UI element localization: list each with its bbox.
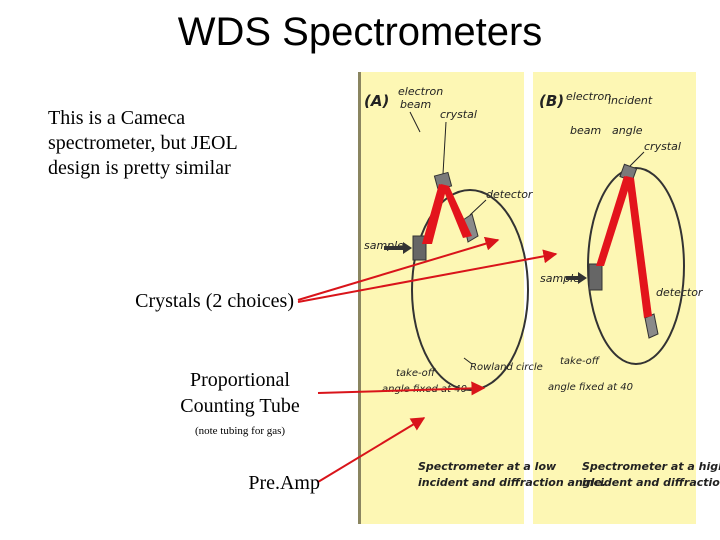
panel-a-sample-arrow: [384, 242, 412, 254]
panel-b-incident-label: angle: [612, 124, 643, 137]
panel-a-rowland-label: Rowland circle: [470, 362, 543, 373]
preamp-arrow: [317, 417, 426, 483]
panel-a-crystal-label: crystal: [440, 108, 477, 121]
crystals-label: Crystals (2 choices): [135, 290, 294, 312]
crystals-arrow-b: [297, 249, 558, 303]
panel-b-incident-label: incident: [608, 94, 653, 107]
panel-a-detector-pointer: [469, 199, 487, 216]
panel-b-caption: incident and diffraction angle.: [582, 476, 720, 489]
description-line: design is pretty similar: [48, 157, 231, 179]
panel-a-detector-label: detector: [486, 188, 534, 201]
panel-b-sample: [588, 263, 603, 291]
description-line: spectrometer, but JEOL: [48, 132, 238, 154]
panel-b-takeoff-label: angle fixed at 40: [548, 382, 633, 393]
panel-b-beam-label: electron: [566, 90, 611, 103]
panel-a-beam-label: electron: [398, 85, 443, 98]
panel-a-rowland-circle: [411, 189, 529, 391]
panel-a-letter: (A): [364, 92, 389, 110]
counting-tube-line: Proportional: [190, 369, 290, 391]
panel-b-ray-outgoing: [626, 176, 652, 318]
counting-tube-line: Counting Tube: [180, 395, 300, 417]
figure-left-border: [358, 72, 361, 524]
description-text: This is a Cameca spectrometer, but JEOL …: [48, 106, 308, 181]
panel-b-ray-incoming: [596, 176, 632, 266]
panel-b-letter: (B): [539, 92, 564, 110]
counting-tube-label: Proportional Counting Tube: [150, 367, 330, 419]
crystals-arrow-a: [297, 236, 500, 301]
page-title: WDS Spectrometers: [177, 10, 543, 54]
panel-a-ray-incoming: [422, 184, 447, 244]
panel-a-crystal-pointer: [442, 121, 447, 175]
panel-a-rowland-pointer: [463, 357, 473, 365]
tubing-note: (note tubing for gas): [194, 425, 286, 437]
panel-b-takeoff-label: take-off: [560, 356, 601, 367]
preamp-label: Pre.Amp: [248, 472, 320, 494]
counting-tube-arrow: [317, 381, 486, 396]
panel-a-ray-outgoing: [441, 184, 472, 238]
panel-a-caption: incident and diffraction angle.: [418, 476, 606, 489]
panel-a-beam-label: beam: [400, 98, 431, 111]
panel-a-takeoff-label: take-off: [396, 368, 437, 379]
panel-a-caption: Spectrometer at a low: [418, 460, 557, 473]
description-line: This is a Cameca: [48, 107, 186, 129]
panel-b-crystal-pointer: [629, 151, 645, 167]
panel-b-crystal-label: crystal: [644, 140, 681, 153]
panel-b-sample-label: sample: [540, 272, 580, 285]
panel-a-beam-pointer: [409, 111, 421, 133]
panel-b-beam-label: beam: [570, 124, 601, 137]
panel-b-caption: Spectrometer at a high: [582, 460, 720, 473]
panel-b-sample-arrow: [566, 272, 587, 284]
panel-a-sample-label: sample: [364, 239, 404, 252]
panel-b-detector-label: detector: [656, 286, 704, 299]
